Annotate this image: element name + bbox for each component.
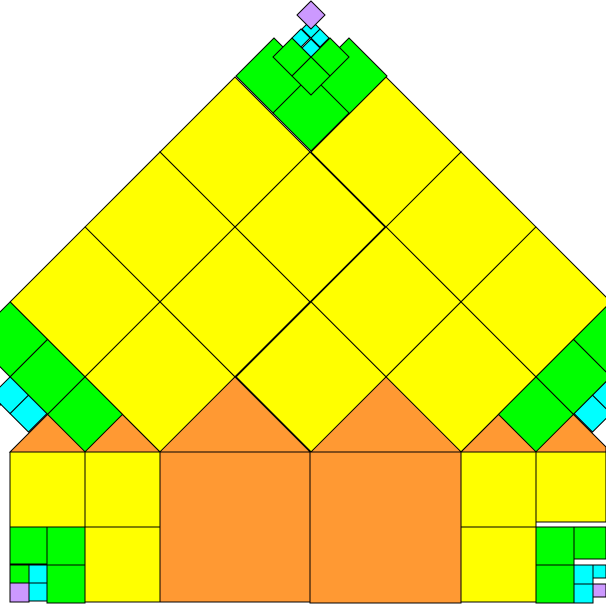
green-wall-left-a — [10, 527, 47, 564]
green-wall-right-a — [536, 527, 574, 565]
violet-diamond-apex — [297, 1, 325, 29]
cyan-wall-left-b — [29, 583, 47, 601]
yellow-wall-right-outer — [536, 452, 606, 522]
violet-wall-right — [593, 584, 606, 597]
cyan-wall-right-c — [574, 584, 593, 603]
cyan-wall-left-a — [29, 565, 47, 583]
cyan-wall-right-a — [574, 565, 593, 584]
green-wall-left-d — [10, 565, 29, 584]
green-wall-right-b — [574, 527, 606, 559]
cyan-wall-right-b — [593, 565, 606, 578]
yellow-wall-right-inner — [461, 452, 536, 527]
green-wall-left-b — [47, 527, 85, 565]
green-wall-right-c — [536, 565, 574, 603]
violet-wall-left — [10, 583, 29, 602]
yellow-wall-left-inner — [85, 452, 160, 527]
green-wall-left-c — [47, 565, 85, 603]
yellow-wall-left-bottom — [85, 527, 160, 602]
orange-square-lower-right — [310, 452, 461, 603]
yellow-wall-right-bottom — [461, 527, 536, 602]
orange-square-lower-left — [160, 452, 310, 602]
yellow-wall-left-outer — [10, 452, 85, 527]
